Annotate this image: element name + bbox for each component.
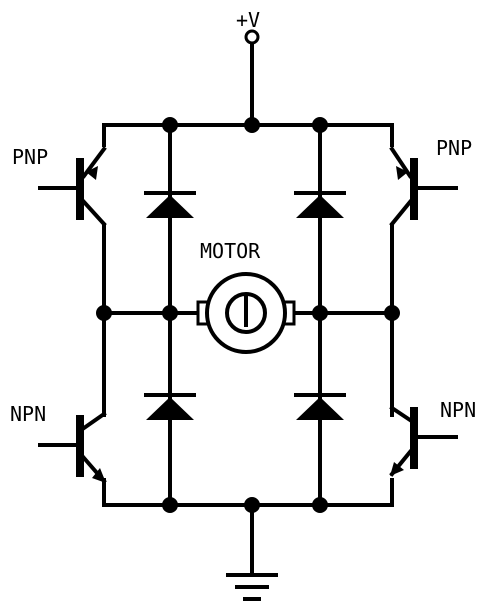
collector-lead <box>81 199 107 227</box>
junction-dot <box>162 497 178 513</box>
transistor-body <box>410 407 418 469</box>
diode-triangle <box>146 195 194 218</box>
collector-lead <box>389 199 413 227</box>
transistor-body <box>76 415 84 477</box>
diode-triangle <box>146 397 194 420</box>
transistor-body <box>410 158 418 220</box>
collector-lead <box>389 405 413 423</box>
transistor-bottom-right-label: NPN <box>440 398 476 422</box>
transistor-top-right-label: PNP <box>436 136 472 160</box>
junction-dot <box>162 305 178 321</box>
transistor-body <box>76 158 84 220</box>
motor-rotor <box>225 292 267 334</box>
junction-dot <box>244 117 260 133</box>
transistor-top-left: PNP <box>12 145 107 227</box>
emitter-arrow <box>86 166 98 180</box>
diode-triangle <box>296 195 344 218</box>
diode-top-right <box>294 191 346 218</box>
junction-dot <box>312 305 328 321</box>
junction-dot <box>312 497 328 513</box>
supply-label: +V <box>236 8 260 32</box>
transistor-bottom-left-label: NPN <box>10 402 46 426</box>
emitter-arrow <box>390 462 404 476</box>
supply-terminal: +V <box>236 8 260 127</box>
junction-dot <box>96 305 112 321</box>
motor: MOTOR <box>196 239 296 354</box>
junction-dots <box>96 117 400 513</box>
transistor-top-right: PNP <box>389 136 472 227</box>
supply-terminal-circle <box>244 29 260 45</box>
junction-dot <box>384 305 400 321</box>
transistor-bottom-right: NPN <box>389 398 476 477</box>
junction-dot <box>244 497 260 513</box>
emitter-arrow <box>92 468 106 483</box>
motor-label: MOTOR <box>200 239 261 263</box>
transistor-top-left-label: PNP <box>12 145 48 169</box>
emitter-arrow <box>396 166 408 180</box>
diode-triangle <box>296 397 344 420</box>
diode-bottom-left <box>144 393 196 420</box>
junction-dot <box>312 117 328 133</box>
diode-top-left <box>144 191 196 218</box>
ground-symbol <box>226 503 278 601</box>
transistor-bottom-left: NPN <box>10 402 107 484</box>
collector-lead <box>81 411 107 431</box>
diode-bottom-right <box>294 393 346 420</box>
junction-dot <box>162 117 178 133</box>
